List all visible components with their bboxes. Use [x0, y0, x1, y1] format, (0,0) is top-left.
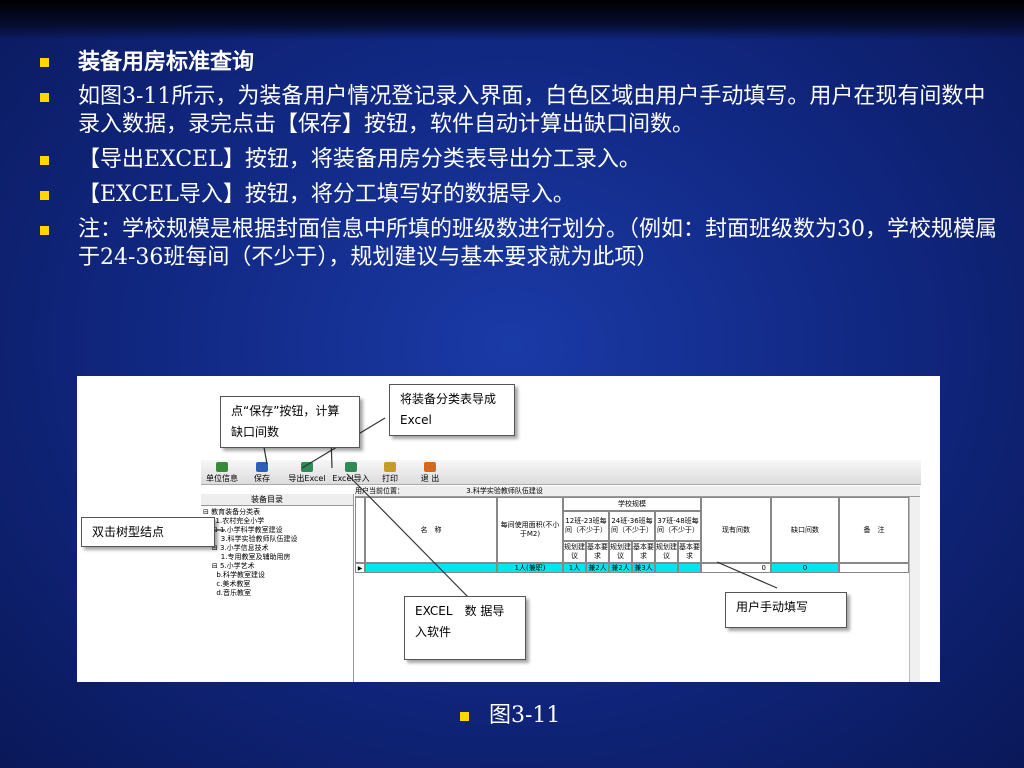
toolbar-label: 保存 — [254, 474, 270, 483]
export-excel-button[interactable]: 导出Excel — [285, 462, 329, 484]
scale-group: 24班-36班每间（不少于） — [609, 511, 655, 541]
import-arrow-line — [346, 473, 470, 599]
exit-icon — [424, 462, 436, 472]
location-value: 3.科学实验教师队伍建设 — [466, 487, 543, 495]
vertical-scrollbar[interactable] — [909, 497, 920, 682]
location-label: 用户当前位置： — [355, 487, 404, 495]
bullet-square-icon — [40, 58, 49, 67]
bullet-item: 【EXCEL导入】按钮，将分工填写好的数据导入。 — [38, 181, 998, 209]
toolbar-label: 单位信息 — [206, 474, 238, 483]
callout-save: 点“保存”按钮，计算缺口间数 — [220, 396, 360, 448]
tree-node[interactable]: d.音乐教室 — [203, 589, 252, 597]
bullet-item: 如图3-11所示，为装备用户情况登记录入界面，白色区域由用户手动填写。用户在现有… — [38, 83, 998, 139]
sub-col: 基本要求 — [586, 541, 609, 563]
col-scale: 学校规模 — [563, 497, 701, 511]
sub-col: 规划建议 — [563, 541, 586, 563]
excel-import-icon — [345, 462, 357, 472]
print-icon — [384, 462, 396, 472]
bullet-square-icon — [40, 191, 49, 200]
row-area-cell: 1人(兼职) — [497, 563, 563, 573]
row-value-cell: 兼3人 — [632, 563, 655, 573]
bullet-square-icon — [40, 156, 49, 165]
exit-button[interactable]: 退 出 — [411, 462, 449, 484]
app-screenshot: 单位信息 保存 导出Excel Excel导入 打印 退 出 装备目录 ⊟ 教育… — [77, 376, 940, 682]
toolbar-label: 导出Excel — [288, 474, 326, 483]
caption-text: 图3-11 — [489, 703, 561, 728]
sub-col: 规划建议 — [609, 541, 632, 563]
tree-node[interactable]: ⊟ 3.小学信息技术 — [203, 544, 269, 552]
figure-caption: 图3-11 — [460, 702, 560, 730]
row-value-cell — [655, 563, 678, 573]
row-header-blank — [355, 497, 365, 563]
catalog-tree: 装备目录 ⊟ 教育装备分类表 ⊟ 1.农村完全小学 ⊟ 1.小学科学教室建设 3… — [201, 494, 354, 682]
tree-node[interactable]: ⊟ 教育装备分类表 — [203, 508, 261, 516]
bullet-text: 【EXCEL导入】按钮，将分工填写好的数据导入。 — [78, 182, 575, 207]
bullet-list: 装备用房标准查询 如图3-11所示，为装备用户情况登记录入界面，白色区域由用户手… — [38, 48, 998, 279]
scale-group: 12班-23班每间（不少于） — [563, 511, 609, 541]
sub-col: 基本要求 — [678, 541, 701, 563]
callout-import: EXCEL 数 据导入软件 — [404, 596, 526, 660]
sub-col: 规划建议 — [655, 541, 678, 563]
top-gradient-bar — [0, 0, 1024, 40]
tree-node-selected[interactable]: 3.科学实验教师队伍建设 — [203, 535, 298, 543]
callout-export: 将装备分类表导成 Excel — [389, 384, 515, 436]
bullet-item: 【导出EXCEL】按钮，将装备用房分类表导出分工录入。 — [38, 146, 998, 174]
callout-tree: 双击树型结点 — [81, 517, 215, 547]
unit-info-button[interactable]: 单位信息 — [203, 462, 241, 484]
row-value-cell — [678, 563, 701, 573]
col-area: 每间使用面积(不小于M2) — [497, 497, 563, 563]
tree-node[interactable]: b.科学教室建设 — [203, 571, 266, 579]
bullet-square-icon — [40, 226, 49, 235]
bullet-item: 注：学校规模是根据封面信息中所填的班级数进行划分。（例如：封面班级数为30，学校… — [38, 216, 998, 272]
location-bar: 用户当前位置： 3.科学实验教师队伍建设 — [355, 486, 920, 497]
sub-col: 基本要求 — [632, 541, 655, 563]
col-name: 名 称 — [365, 497, 497, 563]
manual-arrow-line — [716, 561, 778, 589]
bullet-text: 装备用房标准查询 — [78, 49, 255, 75]
row-value-cell: 兼2人 — [609, 563, 632, 573]
row-value-cell: 1人 — [563, 563, 586, 573]
building-icon — [216, 462, 228, 472]
toolbar-label: 退 出 — [420, 474, 440, 483]
tree-node[interactable]: ⊟ 5.小学艺术 — [203, 562, 255, 570]
callout-manual: 用户手动填写 — [725, 592, 847, 628]
bullet-text: 如图3-11所示，为装备用户情况登记录入界面，白色区域由用户手动填写。用户在现有… — [78, 84, 986, 137]
save-icon — [256, 462, 268, 472]
row-value-cell: 兼2人 — [586, 563, 609, 573]
row-pointer-icon: ▶ — [355, 563, 365, 573]
col-gap: 缺口间数 — [771, 497, 839, 563]
bullet-title: 装备用房标准查询 — [38, 48, 998, 76]
app-toolbar: 单位信息 保存 导出Excel Excel导入 打印 退 出 — [201, 460, 921, 485]
bullet-square-icon — [40, 93, 49, 102]
gap-count-cell: 0 — [771, 563, 839, 573]
bullet-square-icon — [460, 711, 469, 721]
tree-node[interactable]: 1.专用教室及辅助用房 — [203, 553, 291, 561]
save-button[interactable]: 保存 — [243, 462, 281, 484]
col-note: 备 注 — [839, 497, 909, 563]
tree-header: 装备目录 — [201, 494, 353, 506]
scale-group: 37班-48班每间（不少于） — [655, 511, 701, 541]
toolbar-label: 打印 — [382, 474, 398, 483]
excel-export-icon — [301, 462, 313, 472]
bullet-text: 注：学校规模是根据封面信息中所填的班级数进行划分。（例如：封面班级数为30，学校… — [78, 217, 997, 270]
current-count-input[interactable]: 0 — [701, 563, 771, 573]
row-name-cell — [365, 563, 497, 573]
note-input[interactable] — [839, 563, 909, 573]
print-button[interactable]: 打印 — [371, 462, 409, 484]
col-current: 现有间数 — [701, 497, 771, 563]
tree-node[interactable]: c.美术教室 — [203, 580, 251, 588]
bullet-text: 【导出EXCEL】按钮，将装备用房分类表导出分工录入。 — [78, 147, 641, 172]
